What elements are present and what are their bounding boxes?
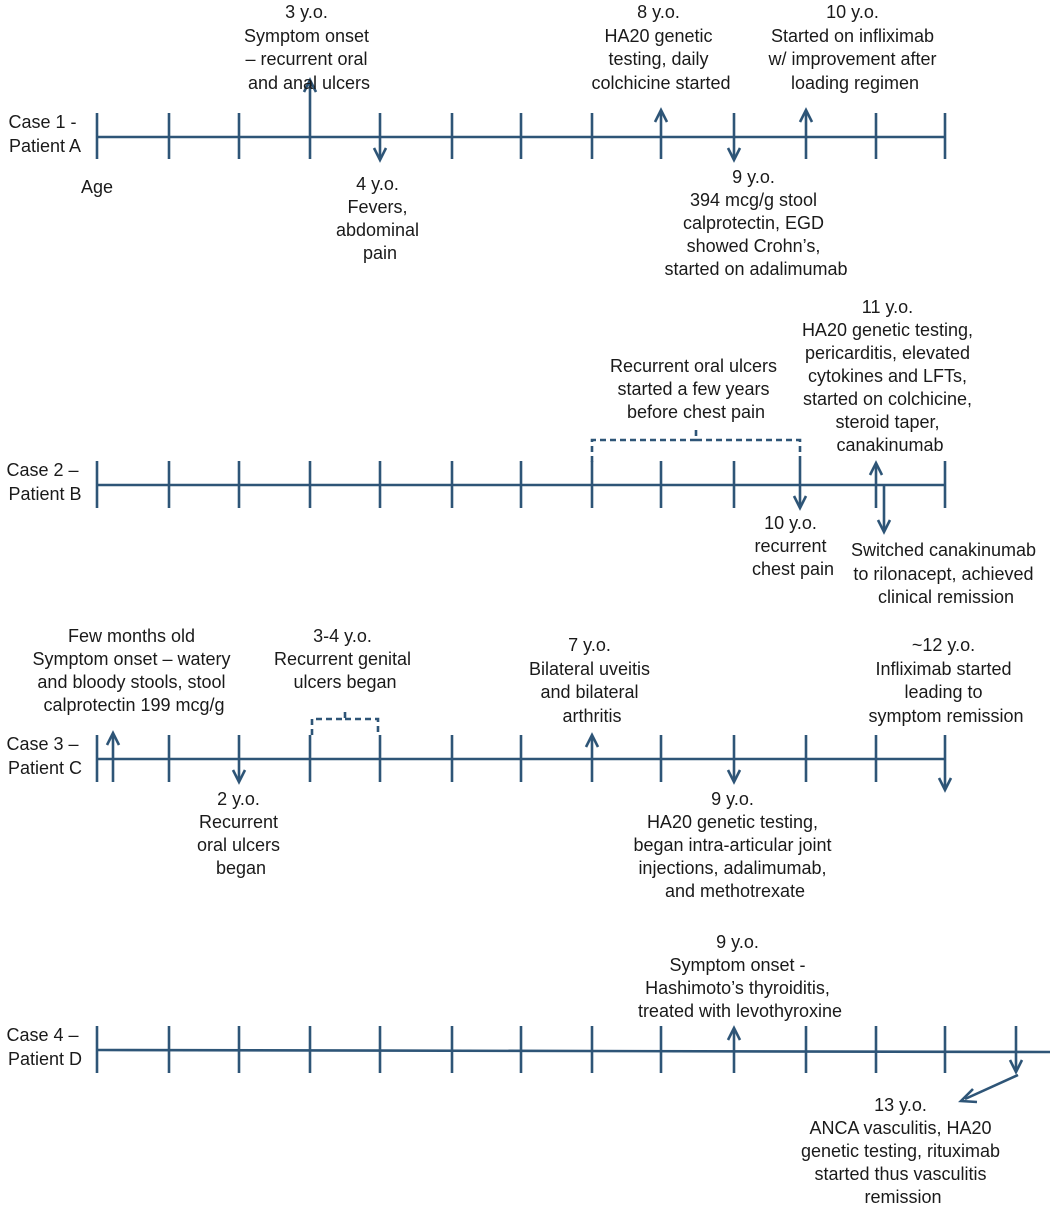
up-arrow-icon (105, 730, 121, 782)
event-label: 9 y.o. HA20 genetic testing, began intra… (633, 789, 836, 901)
event-label: 10 y.o. Started on infliximab w/ improve… (767, 2, 941, 93)
event-label: 9 y.o. Symptom onset - Hashimoto’s thyro… (638, 932, 842, 1021)
down-arrow-icon (372, 113, 388, 163)
event-label: ~12 y.o. Infliximab started leading to s… (868, 635, 1023, 726)
event-label: Few months old Symptom onset – watery an… (32, 626, 235, 715)
event-label: 7 y.o. Bilateral uveitis and bilateral a… (529, 635, 655, 726)
up-arrow-icon (798, 107, 814, 159)
down-arrow-icon (231, 735, 247, 785)
event-label: 13 y.o. ANCA vasculitis, HA20 genetic te… (801, 1095, 1005, 1207)
event-label: 10 y.o. recurrent chest pain (752, 513, 834, 579)
case-4-timeline: Case 4 – Patient D 9 y.o. Symptom onset … (6, 932, 1051, 1207)
dashed-bracket (590, 428, 802, 462)
event-label: 3 y.o. Symptom onset – recurrent oral an… (244, 2, 374, 93)
age-label: Age (81, 177, 113, 197)
event-label: 3-4 y.o. Recurrent genital ulcers began (274, 626, 416, 692)
down-arrow-icon (1008, 1026, 1024, 1075)
case-label: Case 3 – Patient C (6, 734, 83, 778)
event-label: 4 y.o. Fevers, abdominal pain (336, 174, 424, 263)
up-arrow-icon (653, 107, 669, 159)
case-3-timeline: Case 3 – Patient C Few months old Sympto… (6, 626, 1023, 901)
case-1-ticks (95, 113, 947, 159)
case-label: Case 1 - Patient A (8, 112, 81, 156)
case-2-ticks (95, 461, 947, 508)
event-label: 9 y.o. 394 mcg/g stool calprotectin, EGD… (664, 167, 847, 279)
case-4-axis (96, 1048, 1051, 1054)
diagonal-arrow-icon (958, 1073, 1019, 1104)
dashed-bracket (310, 708, 380, 735)
event-label: 2 y.o. Recurrent oral ulcers began (197, 789, 285, 878)
case-3-ticks (95, 735, 878, 782)
down-arrow-icon (726, 113, 742, 163)
down-arrow-icon (726, 735, 742, 785)
up-arrow-icon (302, 77, 318, 159)
down-arrow-icon (792, 462, 808, 511)
event-label: Switched canakinumab to rilonacept, achi… (851, 540, 1041, 607)
down-arrow-icon (937, 735, 953, 793)
up-arrow-icon (868, 460, 884, 508)
case-label: Case 2 – Patient B (6, 460, 83, 504)
case-2-timeline: Case 2 – Patient B Recurrent oral ulcers… (6, 297, 1041, 607)
event-label: 11 y.o. HA20 genetic testing, pericardit… (802, 297, 978, 455)
up-arrow-icon (726, 1025, 742, 1073)
case-1-timeline: Case 1 - Patient A Age 3 y.o. Symptom on… (8, 2, 947, 279)
up-arrow-icon (584, 732, 600, 782)
down-arrow-icon (876, 485, 892, 535)
event-label: Recurrent oral ulcers started a few year… (610, 356, 782, 422)
case-4-ticks (95, 1026, 947, 1073)
case-label: Case 4 – Patient D (6, 1025, 83, 1069)
event-label: 8 y.o. HA20 genetic testing, daily colch… (591, 2, 730, 93)
